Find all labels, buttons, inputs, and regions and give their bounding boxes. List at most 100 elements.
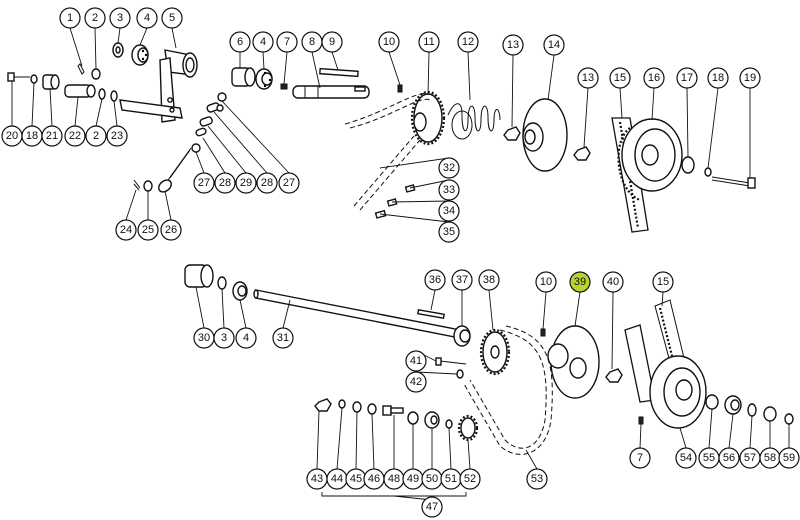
bushing-part-3: [112, 42, 124, 58]
callout-circle-35: [438, 221, 460, 243]
sprocket-part-38: [479, 328, 511, 376]
callout-43: 43: [306, 410, 328, 490]
callout-number-15: 15: [657, 276, 669, 288]
callout-leader-44: [336, 407, 343, 470]
pulley-half-part-39: [547, 325, 600, 399]
nut-part-59: [784, 413, 794, 425]
callout-circle-23: [106, 125, 128, 147]
bushing-part-58: [763, 406, 777, 422]
callout-circle-29: [235, 172, 257, 194]
callout-circle-37: [451, 269, 473, 291]
callout-circle-27: [193, 172, 215, 194]
bearing-part-4-mid: [255, 68, 273, 90]
callout-circle-42: [405, 371, 427, 393]
callout-leader-2: [94, 27, 97, 70]
callout-circle-13: [502, 34, 524, 56]
callout-number-group: 47: [426, 501, 438, 513]
callout-circle-52: [459, 468, 481, 490]
callout-circle-11: [418, 31, 440, 53]
callout-number-13: 13: [507, 39, 519, 51]
washer-part-2-lower: [98, 88, 106, 100]
callout-leader-27: [195, 151, 205, 174]
pin-part-41: [435, 357, 467, 366]
callout-circle-59: [778, 447, 800, 469]
shaft-part-8: [292, 85, 370, 99]
sprocket-part-52: [457, 414, 479, 442]
callout-circle-3: [109, 7, 131, 29]
callout-leader-5: [171, 27, 177, 49]
callout-number-1: 1: [67, 12, 73, 24]
washer-part-18: [30, 74, 38, 84]
ring-part-3-bottom: [217, 276, 227, 290]
callout-circle-24: [115, 219, 137, 241]
callout-48: 48: [383, 415, 405, 490]
callout-number-42: 42: [410, 376, 422, 388]
callout-number-5: 5: [169, 12, 175, 24]
callout-number-3: 3: [221, 332, 227, 344]
callout-circle-38: [478, 269, 500, 291]
callout-leader-38: [488, 289, 494, 331]
callout-circle-32: [438, 157, 460, 179]
callout-number-11: 11: [423, 36, 434, 48]
callout-11: 11: [418, 31, 440, 96]
callout-number-46: 46: [368, 473, 380, 485]
callout-3: 3: [213, 288, 235, 349]
callout-34: 34: [391, 200, 460, 222]
callout-leader-33: [409, 179, 450, 189]
callout-number-20: 20: [6, 130, 18, 142]
callout-leader-4: [262, 51, 265, 70]
callout-circle-18: [707, 67, 729, 89]
callout-leader-43: [316, 410, 320, 470]
callout-49: 49: [402, 424, 424, 490]
nut-part-13-right: [573, 146, 591, 161]
washer-part-49: [407, 411, 419, 425]
callout-circle-40: [602, 271, 624, 293]
callout-circle-39: [569, 271, 591, 293]
callout-27: 27: [221, 100, 300, 194]
bolt-part-48: [382, 405, 404, 416]
callout-number-14: 14: [548, 39, 560, 51]
bushing-part-6: [231, 67, 256, 87]
callout-circle-19: [739, 67, 761, 89]
callout-number-31: 31: [277, 332, 289, 344]
callout-circle-17: [676, 67, 698, 89]
callout-number-48: 48: [388, 473, 400, 485]
callout-leader-22: [74, 96, 79, 127]
callout-29: 29: [207, 125, 257, 194]
callout-number-19: 19: [744, 72, 756, 84]
callout-number-53: 53: [531, 473, 543, 485]
callout-13: 13: [502, 34, 524, 128]
callout-leader-21: [49, 88, 53, 127]
callout-number-17: 17: [681, 72, 693, 84]
callout-number-50: 50: [426, 473, 438, 485]
callout-circle-27: [278, 172, 300, 194]
callout-number-38: 38: [483, 274, 495, 286]
callout-circle-54: [675, 447, 697, 469]
callout-number-2: 2: [93, 130, 99, 142]
callout-42: 42: [405, 371, 458, 393]
callout-number-51: 51: [445, 473, 457, 485]
callout-leader-13: [583, 87, 589, 148]
callout-leader-30: [195, 286, 205, 329]
callout-18: 18: [21, 82, 43, 147]
callout-23: 23: [106, 100, 128, 147]
callout-circle-14: [543, 34, 565, 56]
callout-circle-34: [438, 200, 460, 222]
bushing-part-30: [184, 264, 214, 288]
callout-number-39: 39: [574, 276, 586, 288]
callout-leader-13: [511, 54, 514, 128]
callout-1: 1: [59, 7, 83, 67]
top-left-bracket-assembly: [7, 42, 227, 193]
callout-number-2: 2: [92, 12, 98, 24]
callout-31: 31: [272, 299, 294, 349]
callout-leader-18: [31, 82, 35, 127]
bearing-part-50: [424, 411, 440, 429]
callout-leader-34: [391, 200, 450, 203]
callout-number-22: 22: [69, 130, 81, 142]
callout-number-58: 58: [764, 452, 776, 464]
callout-leader-46: [371, 413, 375, 470]
callout-14: 14: [543, 34, 565, 101]
